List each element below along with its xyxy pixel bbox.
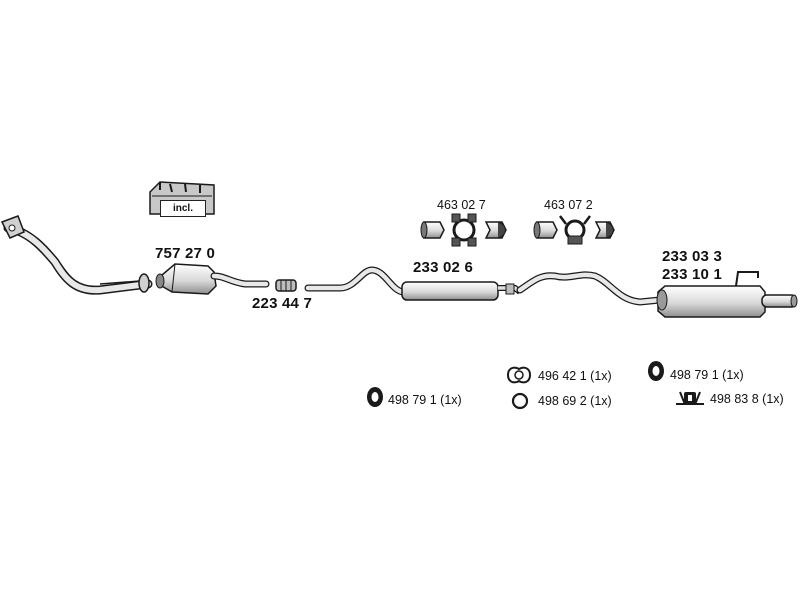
clamp-label: 223 44 7 <box>252 295 312 312</box>
rubber-mount-icon <box>648 361 664 381</box>
front-pipe[interactable] <box>0 215 153 295</box>
rear-pipe[interactable] <box>516 271 664 306</box>
front-pipe-label: 757 27 0 <box>155 245 215 262</box>
accessory-code: 496 42 1 <box>538 369 587 383</box>
clamp-kit-left <box>420 213 507 247</box>
rear-silencer-label-b: 233 10 1 <box>662 266 722 283</box>
accessory-qty: (1x) <box>590 369 612 383</box>
pipe-sleeve-icon <box>484 221 507 239</box>
accessory-code: 498 79 1 <box>388 393 437 407</box>
front-flange <box>0 215 25 239</box>
accessory-row: 498 69 2 (1x) <box>538 394 612 408</box>
pipe-sleeve-icon <box>594 221 615 239</box>
accessory-qty: (1x) <box>722 368 744 382</box>
incl-label: incl. <box>160 200 206 217</box>
middle-silencer[interactable] <box>401 281 522 301</box>
accessory-row: 498 79 1 (1x) <box>388 393 462 407</box>
clamp-kit-right <box>533 215 615 245</box>
accessory-qty: (1x) <box>590 394 612 408</box>
accessory-row: 498 83 8 (1x) <box>710 392 784 406</box>
middle-silencer-label: 233 02 6 <box>413 259 473 276</box>
clamp-ring-icon <box>451 213 477 247</box>
accessory-qty: (1x) <box>762 392 784 406</box>
rubber-mount-icon <box>367 387 383 407</box>
clamp-kit-left-label: 463 02 7 <box>437 198 486 212</box>
accessory-code: 498 79 1 <box>670 368 719 382</box>
rear-silencer[interactable] <box>656 271 798 318</box>
clamp-ring-icon <box>559 215 591 245</box>
accessory-row: 496 42 1 (1x) <box>538 369 612 383</box>
accessory-row: 498 79 1 (1x) <box>670 368 744 382</box>
middle-pipe[interactable] <box>304 266 408 296</box>
catalytic-converter[interactable] <box>155 263 270 295</box>
pipe-sleeve-icon <box>420 221 445 239</box>
rear-flange <box>138 273 150 293</box>
accessory-code: 498 83 8 <box>710 392 759 406</box>
rear-silencer-label-a: 233 03 3 <box>662 248 722 265</box>
pipe-sleeve-icon <box>533 221 558 239</box>
accessory-code: 498 69 2 <box>538 394 587 408</box>
hanger-bracket-icon <box>676 391 704 405</box>
flange-gasket-icon <box>506 366 532 384</box>
ring-gasket-icon <box>511 392 529 410</box>
pipe-clamp[interactable] <box>275 279 297 292</box>
accessory-qty: (1x) <box>440 393 462 407</box>
clamp-kit-right-label: 463 07 2 <box>544 198 593 212</box>
